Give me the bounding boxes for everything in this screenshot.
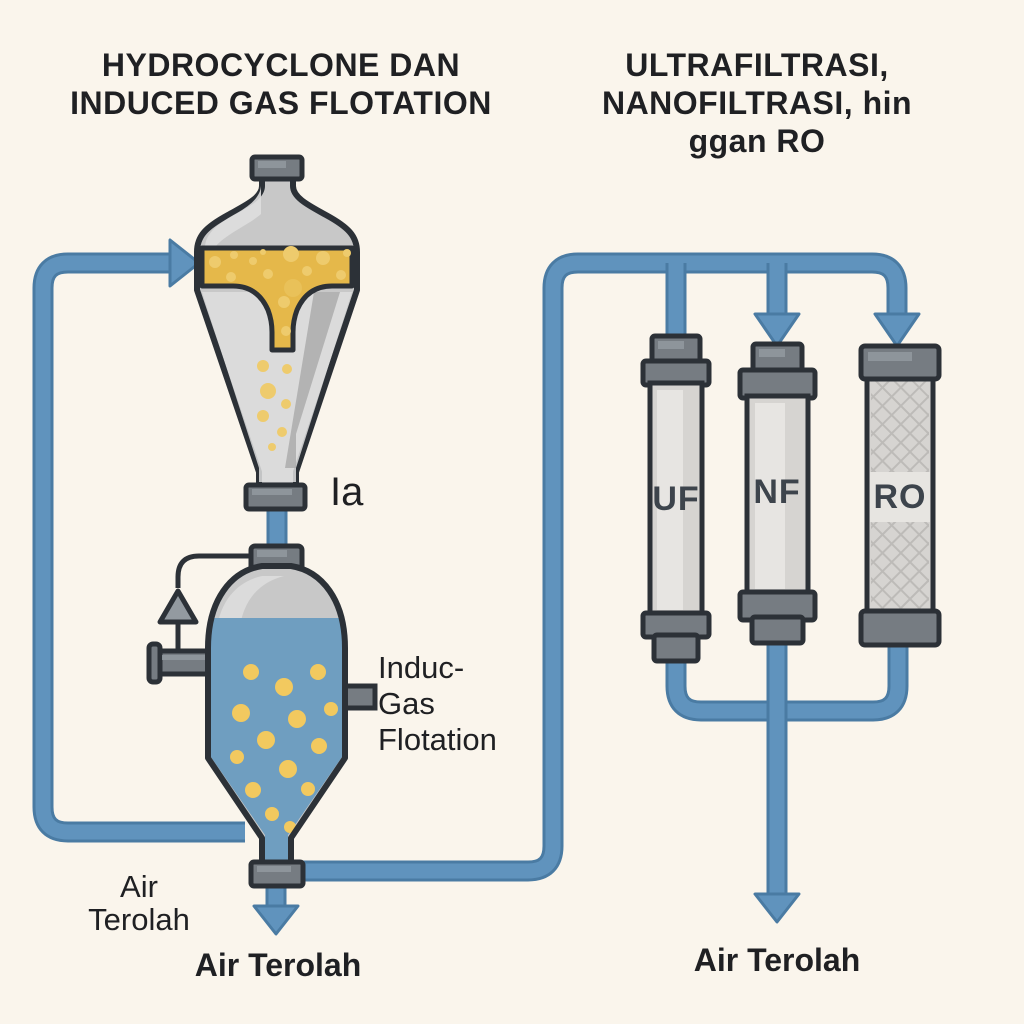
feed-pipe-loop xyxy=(32,238,245,843)
igf-left-nozzle xyxy=(153,648,215,677)
hydrocyclone-outlet-collar xyxy=(243,482,308,512)
right-title-line3: ggan RO xyxy=(689,123,826,159)
right-title-line1: ULTRAFILTRASI, xyxy=(625,47,889,83)
collar-highlight xyxy=(257,866,291,872)
igf-label-line3: Flotation xyxy=(378,722,497,757)
uf-label: UF xyxy=(652,480,699,518)
ro-label: RO xyxy=(874,478,927,516)
ro-label-band xyxy=(870,472,930,522)
uf-bottom-cap xyxy=(651,632,701,664)
igf-left-nozzle-flange xyxy=(146,641,163,685)
hydrocyclone-dome-highlight xyxy=(205,186,261,280)
left-title-line2: INDUCED GAS FLOTATION xyxy=(70,85,492,121)
igf-right-nozzle xyxy=(341,683,378,711)
igf-to-membrane-pipe xyxy=(299,252,921,882)
cap-highlight xyxy=(257,550,287,557)
arrow-down-icon xyxy=(873,312,921,348)
ro-column: RO xyxy=(858,343,942,648)
nozzle-highlight xyxy=(162,655,206,660)
igf-outlet-collar xyxy=(248,859,306,889)
permeate-manifold-pipe xyxy=(665,634,909,924)
oil-bubbles xyxy=(209,246,351,336)
collar-highlight xyxy=(252,489,292,495)
right-title-line2: NANOFILTRASI, hin xyxy=(602,85,912,121)
igf-label-line1: Induc- xyxy=(378,650,464,685)
nf-label: NF xyxy=(753,473,800,511)
ro-bottom-cap xyxy=(858,608,942,648)
igf-vessel xyxy=(146,543,378,889)
gas-bubbles xyxy=(230,664,338,833)
treated-water-left-bold: Air Terolah xyxy=(195,947,362,983)
igf-label-line2: Gas xyxy=(378,686,435,721)
nf-bottom-cap xyxy=(749,614,806,646)
treated-water-left-line2: Terolah xyxy=(88,902,190,937)
arrow-up-icon xyxy=(157,588,199,625)
cap-highlight xyxy=(258,161,286,168)
ro-top-cap xyxy=(858,343,942,382)
igf-body-outline xyxy=(205,563,348,867)
arrow-down-icon xyxy=(753,312,801,348)
left-title-line1: HYDROCYCLONE DAN xyxy=(102,47,460,83)
hydrocyclone-outlet-label: Ia xyxy=(330,470,364,514)
igf-liquid xyxy=(211,618,342,861)
recirculation-line xyxy=(175,553,252,588)
falling-droplets xyxy=(257,360,292,451)
uf-column: UF xyxy=(640,333,712,664)
arrow-down-icon xyxy=(252,904,300,936)
hydrocyclone-vessel xyxy=(194,154,360,556)
arrow-down-icon xyxy=(753,892,801,924)
nf-column: NF xyxy=(737,341,818,646)
treated-water-left-line1: Air xyxy=(120,869,158,904)
hydrocyclone-funnel-shade xyxy=(285,292,340,468)
arrow-right-icon xyxy=(168,238,201,288)
hydrocyclone-oil-layer xyxy=(199,245,355,353)
treated-water-right: Air Terolah xyxy=(694,942,861,978)
